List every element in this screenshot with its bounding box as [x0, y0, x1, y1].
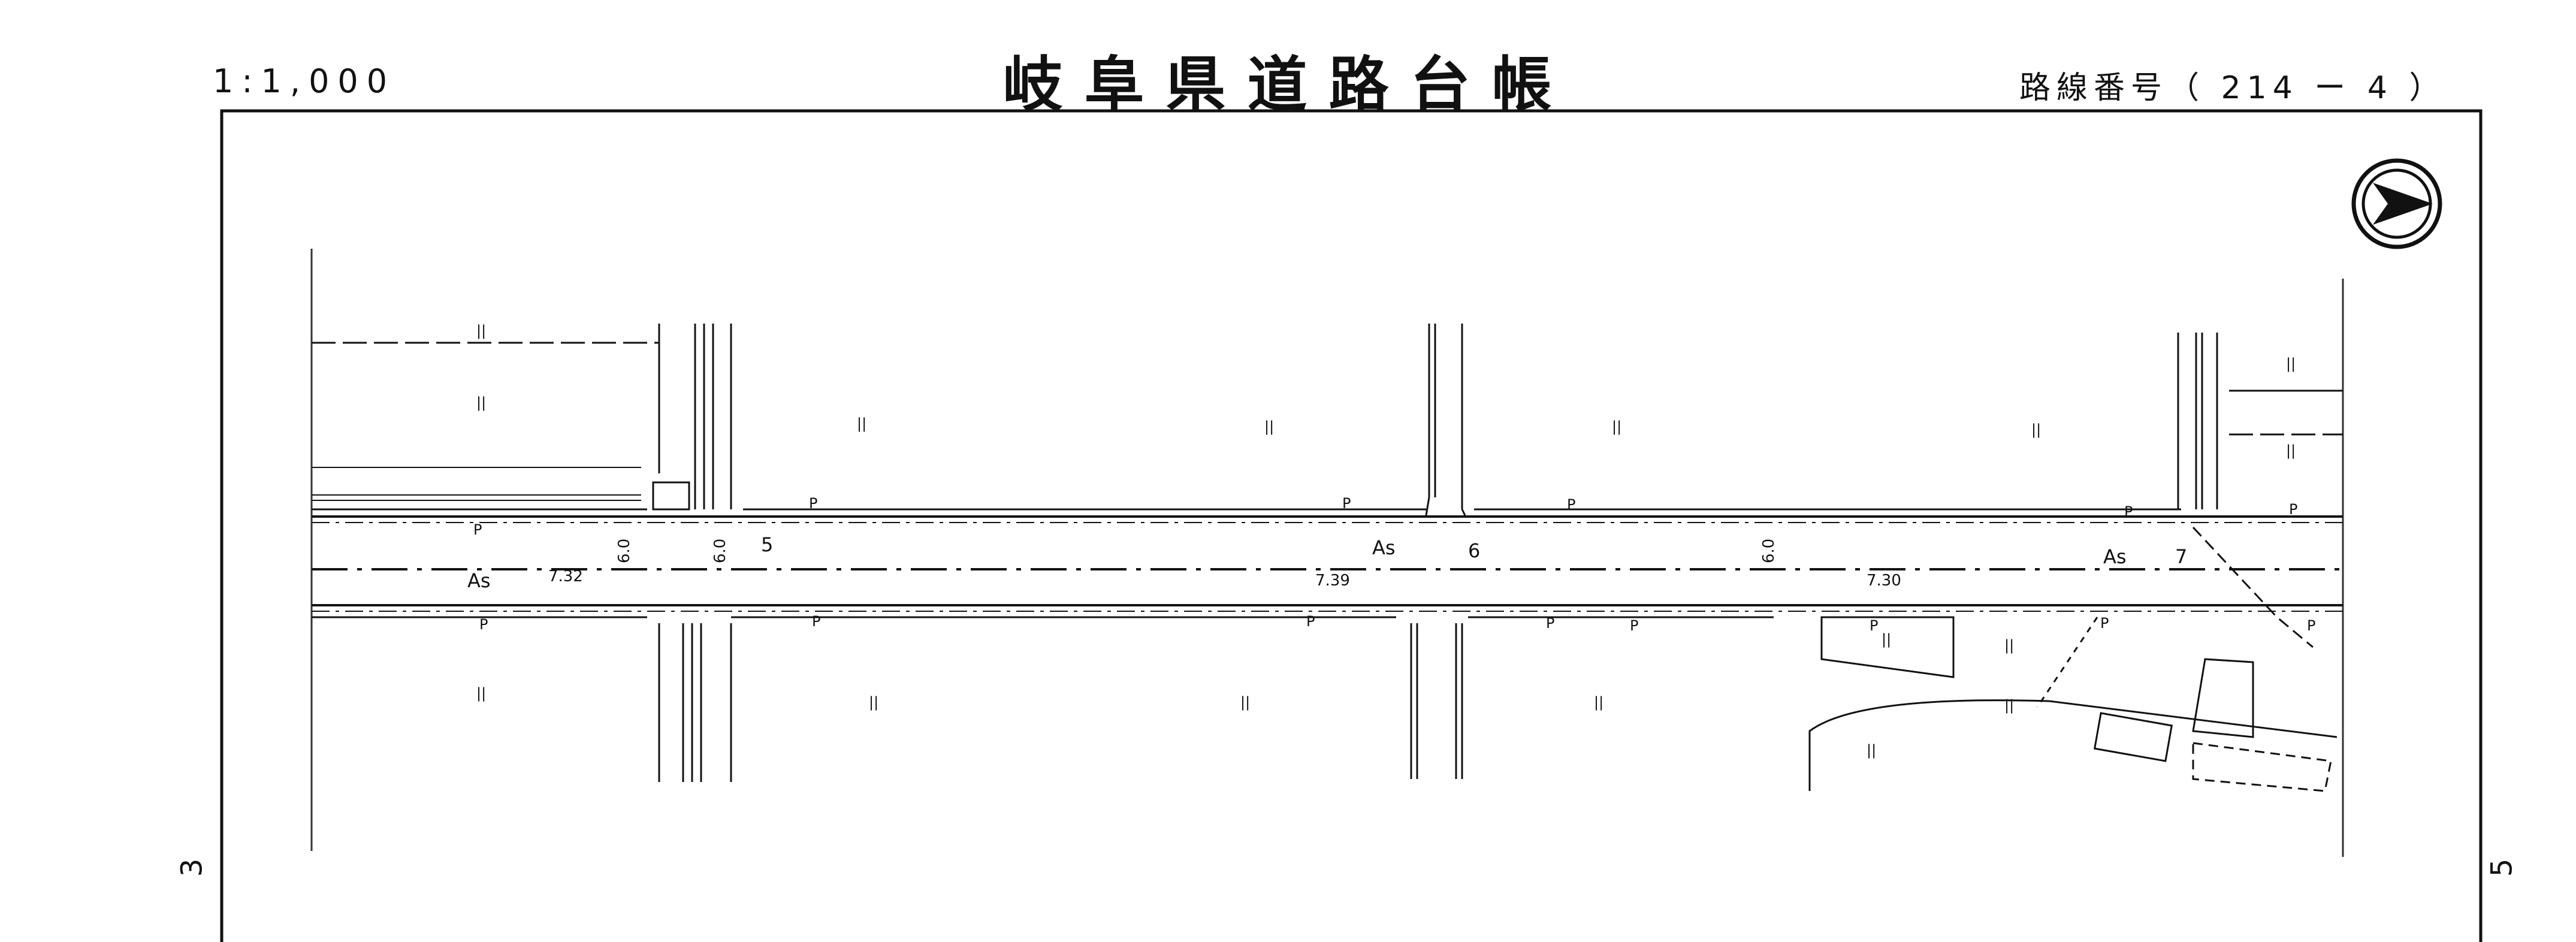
surface-label: As — [2103, 545, 2127, 568]
north-arrow-icon — [2351, 158, 2442, 249]
station-label: 5 — [761, 533, 773, 556]
field-mark: || — [476, 322, 486, 339]
field-mark: || — [1882, 631, 1891, 648]
field-mark: || — [2004, 637, 2014, 654]
sheet-frame — [220, 109, 2483, 942]
parking-label: P — [1546, 615, 1554, 632]
field-mark: || — [1612, 418, 1621, 435]
field-mark: || — [476, 394, 486, 411]
parking-label: P — [1630, 617, 1638, 634]
width-label: 7.32 — [548, 567, 583, 585]
side-width-label: 6.0 — [615, 539, 633, 563]
station-label: 6 — [1468, 539, 1480, 562]
route-number: 路線番号（ 214 ー 4 ） — [2019, 70, 2447, 106]
map-scale: 1:1,000 — [213, 62, 396, 100]
page-title: 岐阜県道路台帳 — [1002, 50, 1574, 120]
field-mark: || — [2031, 421, 2041, 438]
surface-label: As — [1372, 536, 1396, 559]
parking-label: P — [1870, 617, 1878, 634]
surface-label: As — [467, 569, 491, 592]
parking-label: P — [2124, 503, 2133, 520]
main-road — [312, 508, 2343, 618]
parking-label: P — [1567, 496, 1575, 513]
field-mark: || — [2286, 355, 2296, 372]
cross-road-2 — [1410, 324, 1466, 779]
next-page-number: 5 — [2485, 858, 2519, 877]
field-hedge — [312, 467, 641, 501]
previous-page-number: 3 — [175, 858, 209, 877]
field-mark: || — [1867, 742, 1876, 759]
parking-label: P — [473, 521, 482, 538]
field-mark: || — [869, 694, 878, 711]
parking-label: P — [809, 495, 817, 512]
field-mark: || — [857, 415, 866, 432]
station-label: 7 — [2175, 545, 2187, 568]
width-label: 7.39 — [1315, 572, 1350, 590]
field-mark: || — [2004, 697, 2014, 714]
parking-label: P — [812, 613, 820, 630]
parcel-boundaries — [312, 342, 2343, 436]
parking-label: P — [1342, 495, 1351, 512]
field-mark: || — [1264, 418, 1274, 435]
width-label: 7.30 — [1867, 572, 1901, 590]
side-width-label: 6.0 — [1760, 539, 1778, 563]
parking-label: P — [2100, 615, 2109, 632]
side-width-label: 6.0 — [711, 539, 729, 563]
field-mark: || — [1240, 694, 1250, 711]
parking-label: P — [2307, 617, 2315, 634]
field-mark: || — [2286, 442, 2296, 459]
parking-label: P — [2289, 501, 2297, 518]
parking-label: P — [1306, 613, 1315, 630]
field-mark: || — [1594, 694, 1603, 711]
cross-road-3 — [2177, 333, 2314, 648]
field-mark: || — [476, 685, 486, 702]
cross-road-1 — [652, 324, 732, 782]
parking-label: P — [479, 616, 488, 633]
lower-right-buildings — [1808, 616, 2338, 792]
